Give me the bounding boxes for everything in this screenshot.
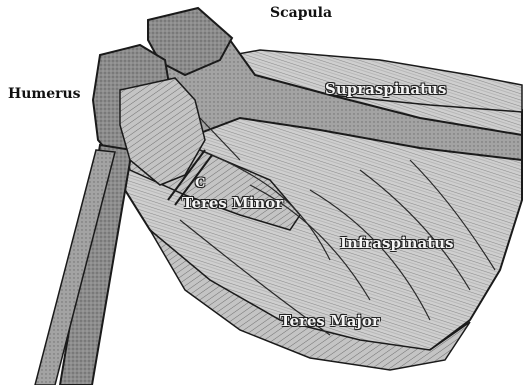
label-humerus: Humerus <box>8 86 81 102</box>
label-supraspinatus: Supraspinatus <box>325 80 446 98</box>
label-teres-minor: Teres Minor <box>182 194 283 212</box>
label-scapula: Scapula <box>270 5 332 21</box>
label-infraspinatus: Infraspinatus <box>340 234 454 252</box>
label-marker-c: C <box>195 176 205 191</box>
label-teres-major: Teres Major <box>280 312 380 330</box>
